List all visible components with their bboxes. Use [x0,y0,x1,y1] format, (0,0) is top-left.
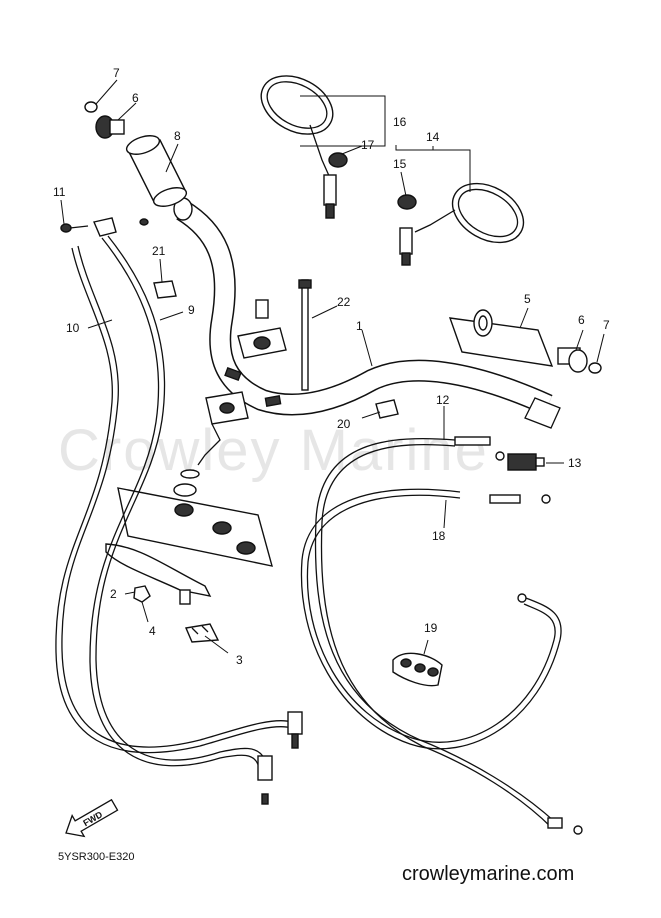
cable-guide[interactable] [105,543,212,605]
callout-12: 12 [436,393,450,407]
mirror-cap-left[interactable] [328,152,348,168]
leader-lines [60,79,605,655]
handlebar-upper-holder[interactable] [237,299,287,359]
callout-13: 13 [568,456,582,470]
callout-3: 3 [236,653,243,667]
bar-end-screw-right[interactable] [588,362,602,374]
watermark-text: Crowley Marine [58,418,489,483]
cable-adjuster-13[interactable] [507,453,545,471]
callout-7-left: 7 [113,66,120,80]
cable-12[interactable] [314,436,556,829]
callout-6-left: 6 [132,91,139,105]
callout-19: 19 [424,621,438,635]
bar-end-weight-right[interactable] [557,347,588,373]
callout-20: 20 [337,417,351,431]
cable-9-end-fitting[interactable] [257,755,273,805]
mirror-cap-right[interactable] [397,194,417,210]
callout-4: 4 [149,624,156,638]
callout-2: 2 [110,587,117,601]
nut-part-4[interactable] [133,585,151,603]
bar-end-weight-left[interactable] [95,115,125,139]
callout-21: 21 [152,244,166,258]
callout-7-right: 7 [603,318,610,332]
drawing-code: 5YSR300-E320 [58,851,134,863]
forward-arrow-icon: FWD [65,798,119,838]
callout-18: 18 [432,529,446,543]
callout-10: 10 [66,321,80,335]
upper-bracket[interactable] [117,487,273,567]
bar-end-screw-left[interactable] [84,101,98,113]
cable-tie[interactable] [298,279,312,391]
callout-11: 11 [53,185,66,199]
callout-14: 14 [426,130,440,144]
callout-15: 15 [393,157,407,171]
cable-holder-19[interactable] [392,652,443,687]
left-mirror[interactable] [251,64,343,219]
cable-18[interactable] [300,488,583,835]
damper-washer[interactable] [173,469,200,497]
cable-9[interactable] [89,235,266,769]
callout-9: 9 [188,303,195,317]
callout-5: 5 [524,292,531,306]
callout-22: 22 [337,295,351,309]
bolt-11[interactable] [60,223,89,233]
cable-clamp-3[interactable] [185,623,220,643]
footer-url[interactable]: crowleymarine.com [402,863,574,885]
right-grip[interactable] [448,309,554,367]
callout-16: 16 [393,115,407,129]
left-grip[interactable] [124,132,188,210]
clip-20[interactable] [375,399,399,419]
callout-6-right: 6 [578,313,585,327]
handlebar-lower-holder[interactable] [197,391,249,466]
right-mirror[interactable] [399,171,534,266]
banjo-fitting[interactable] [93,217,149,237]
callout-1: 1 [356,319,363,333]
callout-17: 17 [361,138,375,152]
handlebar[interactable] [173,197,561,429]
cable-10-end-fitting[interactable] [287,711,303,749]
callout-8: 8 [174,129,181,143]
clip-21[interactable] [153,280,177,299]
cable-10[interactable] [55,245,293,754]
callout-labels: 1 2 3 4 5 6 6 7 7 8 9 10 11 12 13 14 15 … [53,66,610,667]
